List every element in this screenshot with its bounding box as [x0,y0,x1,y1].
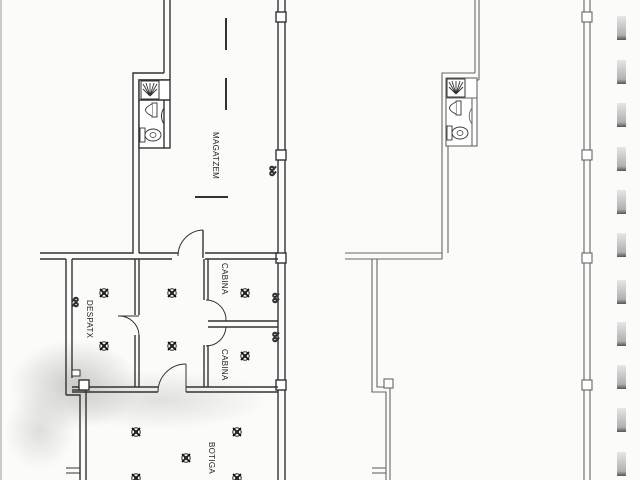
light-icon [167,287,177,299]
svg-text:ꝺꝺ: ꝺꝺ [71,297,80,307]
room-label-cabina-1: CABINA [220,263,229,295]
light-icon [167,340,177,352]
right-plan [345,0,593,480]
light-icon [240,287,250,299]
light-icon [131,472,141,480]
scan-smudge [5,340,270,470]
toilet-icon [446,125,469,141]
room-label-botiga: BOTIGA [207,442,216,474]
room-label-despatx: DESPATX [85,300,94,339]
interior-walls: ꝺꝺ ꝺꝺ ꝺꝺ ꝺꝺ [65,165,281,480]
shower-icon [140,80,160,100]
shower-icon [446,78,466,98]
left-plan: ꝺꝺ ꝺꝺ ꝺꝺ ꝺꝺ [0,0,287,480]
light-icon [131,426,141,438]
window-marks [617,16,626,476]
exterior-wall-right [275,0,287,480]
light-icon [240,350,250,362]
light-icon [99,287,109,299]
room-label-magatzem: MAGATZEM [211,132,220,179]
wc-block-right [445,77,478,147]
room-label-cabina-2: CABINA [220,349,229,381]
svg-text:ꝺꝺ: ꝺꝺ [271,293,280,303]
wc-block [138,79,171,149]
light-icon [99,340,109,352]
light-icon [232,426,242,438]
toilet-icon [139,127,162,143]
svg-text:ꝺꝺ: ꝺꝺ [268,166,277,176]
svg-text:ꝺꝺ: ꝺꝺ [271,332,280,342]
light-icon [232,472,242,480]
light-icon [181,452,191,464]
